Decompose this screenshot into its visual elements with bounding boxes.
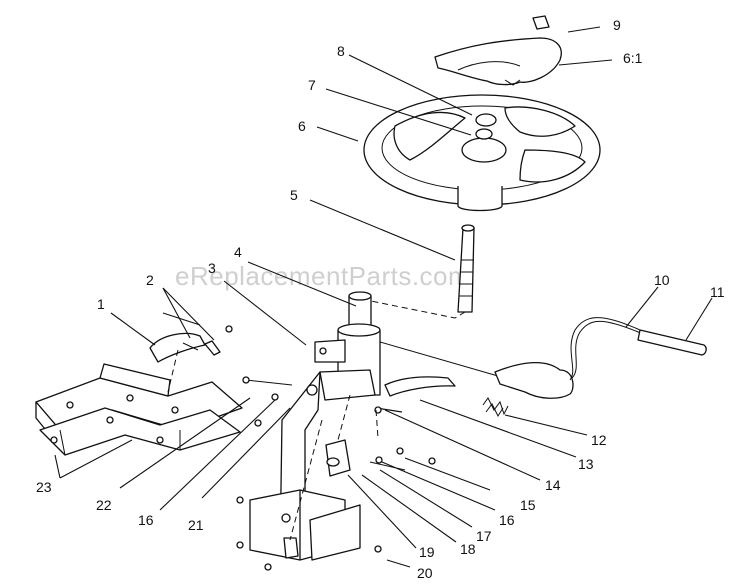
steering-cap-part (532, 15, 550, 30)
label-20: 20 (417, 565, 433, 581)
label-3: 3 (208, 260, 216, 276)
label-22: 22 (96, 497, 112, 513)
label-7: 7 (308, 77, 316, 93)
wheel-cover-part (434, 37, 562, 86)
bushing-part (348, 291, 372, 327)
label-2: 2 (146, 272, 154, 288)
label-5: 5 (290, 187, 298, 203)
leader-lines (54, 26, 713, 568)
label-6-1: 6:1 (623, 50, 643, 66)
label-13: 13 (578, 456, 594, 472)
label-1: 1 (97, 296, 105, 312)
gear-block-part (325, 406, 403, 477)
label-4: 4 (234, 244, 242, 260)
steering-shaft-part (457, 224, 475, 313)
label-6: 6 (298, 118, 306, 134)
spring-part (482, 397, 509, 418)
label-19: 19 (419, 544, 435, 560)
label-23: 23 (36, 479, 52, 495)
part-labels: 9 6:1 8 7 6 5 4 3 2 1 10 11 12 13 14 15 … (36, 17, 725, 581)
label-12: 12 (591, 432, 607, 448)
label-14: 14 (545, 477, 561, 493)
bracket-part (384, 376, 456, 397)
label-9: 9 (613, 17, 621, 33)
label-16-right: 16 (499, 512, 515, 528)
label-11: 11 (710, 284, 725, 300)
control-rod-part (379, 317, 644, 399)
label-15: 15 (520, 497, 536, 513)
steering-wheel-part (363, 94, 601, 212)
label-21: 21 (188, 517, 204, 533)
handle-grip-part (637, 329, 707, 356)
label-10: 10 (654, 272, 670, 288)
label-17: 17 (476, 528, 492, 544)
bolts-part (236, 376, 436, 553)
label-8: 8 (337, 43, 345, 59)
column-support-part (279, 323, 381, 556)
label-16-left: 16 (138, 512, 154, 528)
lower-plate-part (35, 363, 243, 456)
watermark-text: eReplacementParts.com (175, 261, 470, 291)
mount-bracket-part (236, 489, 361, 571)
label-18: 18 (460, 541, 476, 557)
pivot-cap-part (149, 325, 233, 363)
